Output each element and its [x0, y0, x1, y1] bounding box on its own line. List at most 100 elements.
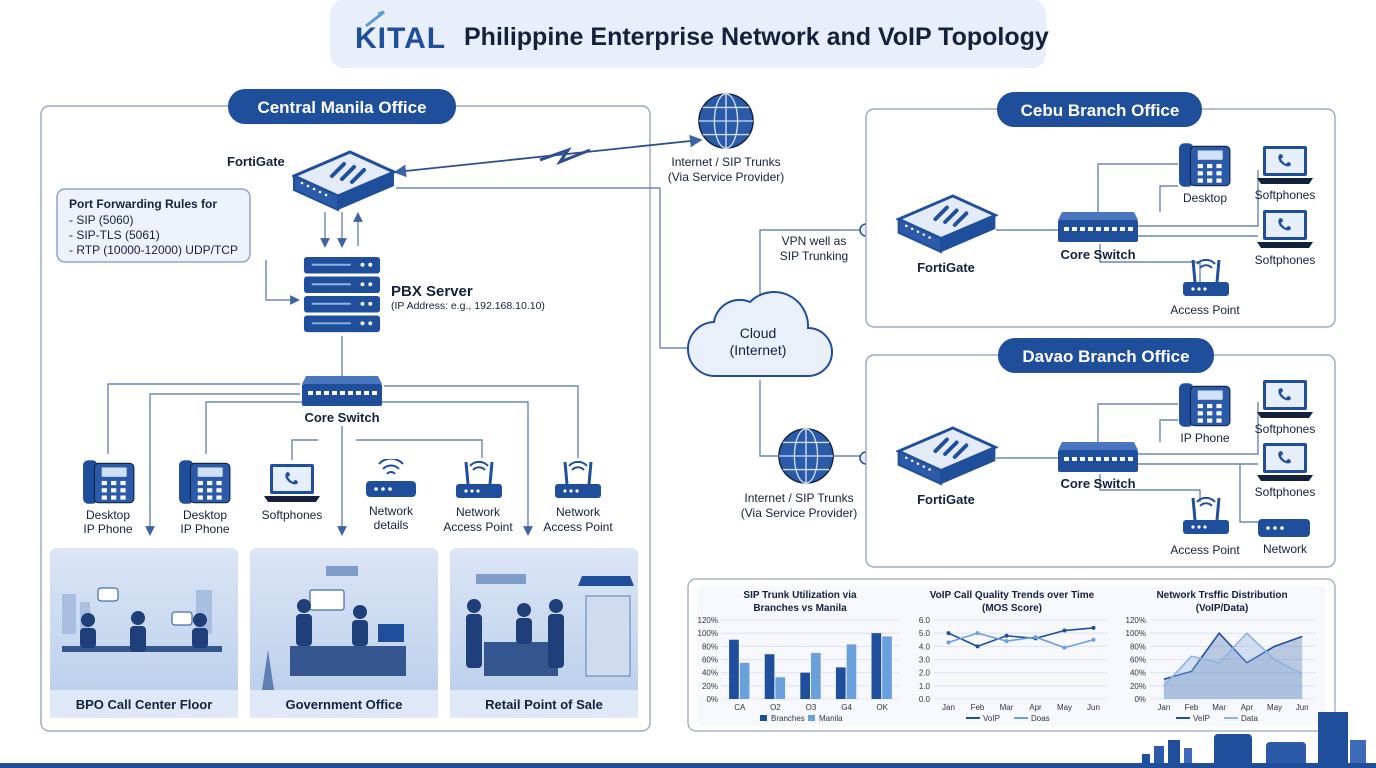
cebu-softphones-1-label: Softphones: [1255, 188, 1316, 202]
davao-core-switch-label: Core Switch: [1060, 476, 1135, 491]
cebu-softphones-1-icon: [1257, 146, 1313, 184]
chart-2-ytick: 5.0: [919, 629, 931, 638]
internet-globe-top-icon: [698, 93, 754, 149]
manila-wiring: [107, 134, 703, 536]
cebu-wiring: [996, 163, 1259, 282]
chart-1-bar: [775, 677, 786, 699]
chart-1-xtick: G4: [841, 703, 852, 712]
chart-2-xtick: May: [1057, 703, 1072, 712]
scene-bpo-label: BPO Call Center Floor: [76, 697, 213, 712]
chart-3-series-line-1: [1163, 632, 1303, 687]
chart-2-ytick: 3.0: [919, 656, 931, 665]
chart-3-ytick: 20%: [1130, 682, 1146, 691]
internet-bottom-label: Internet / SIP Trunks: [744, 491, 853, 505]
cebu-core-switch-icon: [1058, 212, 1138, 242]
chart-1-legend-label: Branches: [771, 714, 805, 723]
chart-2-xtick: Mar: [1000, 703, 1014, 712]
device-1-label: Desktop: [86, 508, 130, 522]
desktop-ip-phone-2-icon: [178, 459, 231, 505]
chart-3-xtick: Feb: [1185, 703, 1199, 712]
device-6-label: Network: [556, 505, 601, 519]
chart-1-bar: [835, 667, 846, 699]
chart-1-subtitle: Branches vs Manila: [753, 603, 847, 614]
chart-1-ytick: 0%: [706, 695, 718, 704]
cebu-fortigate-label: FortiGate: [917, 260, 975, 275]
device-3-label: Softphones: [262, 508, 323, 522]
scene-government-label: Government Office: [285, 697, 402, 712]
chart-3-xtick: Jun: [1296, 703, 1309, 712]
chart-1-xtick: O2: [770, 703, 781, 712]
pbx-server-ip: (IP Address: e.g., 192.168.10.10): [391, 300, 545, 312]
chart-3-ytick: 100%: [1126, 629, 1146, 638]
davao-softphones-1-label: Softphones: [1255, 422, 1316, 436]
chart-3-legend-label: VeIP: [1193, 714, 1210, 723]
skyline-decoration: [1142, 712, 1366, 768]
davao-wiring: [996, 402, 1259, 523]
cloud-icon: [687, 291, 833, 378]
chart-1-bar: [811, 652, 821, 699]
chart-2-point: [975, 631, 980, 636]
device-4-label: Network: [369, 504, 414, 518]
chart-3-title: Network Trsffic Distribution: [1156, 590, 1287, 601]
chart-2-point: [946, 640, 951, 645]
kital-logo: KITAL: [355, 10, 445, 55]
device-6-sublabel: Access Point: [543, 520, 613, 534]
chart-2-point: [975, 644, 980, 649]
chart-2-xtick: Jan: [942, 703, 955, 712]
internet-top-sublabel: (Via Service Provider): [668, 170, 784, 184]
chart-2-point: [1091, 625, 1096, 630]
chart-1-bar: [739, 662, 750, 699]
internet-top-label: Internet / SIP Trunks: [671, 155, 780, 169]
chart-3-xtick: Mar: [1212, 703, 1226, 712]
cloud-sublabel: (Internet): [730, 342, 787, 358]
chart-1-legend-label: Manila: [819, 714, 843, 723]
chart-1-bar: [729, 639, 739, 699]
chart-2-ytick: 2.0: [919, 669, 931, 678]
chart-3-ytick: 40%: [1130, 669, 1146, 678]
scene-bpo-call-center: BPO Call Center Floor: [50, 548, 238, 718]
footer-strip: [0, 763, 1376, 768]
chart-3-xtick: Jan: [1157, 703, 1170, 712]
chart-3-xtick: May: [1267, 703, 1282, 712]
chart-2-subtitle: (MOS Score): [982, 603, 1042, 614]
davao-ip-phone-label: IP Phone: [1180, 431, 1229, 445]
chart-3-ytick: 80%: [1130, 642, 1146, 651]
davao-ip-phone-icon: [1178, 382, 1231, 428]
davao-network-device-icon: [1258, 519, 1310, 537]
chart-2-ytick: 1.0: [919, 682, 931, 691]
manila-title-pill: [228, 89, 456, 124]
device-2-sublabel: IP Phone: [180, 522, 229, 536]
chart-2-point: [1062, 628, 1067, 633]
vpn-label: VPN well as: [782, 234, 847, 248]
cebu-access-point-label: Access Point: [1170, 303, 1240, 317]
chart-1-ytick: 20%: [702, 682, 718, 691]
davao-network-label: Network: [1263, 542, 1308, 556]
chart-2-point: [946, 631, 951, 636]
davao-fortigate-label: FortiGate: [917, 492, 975, 507]
manila-title: Central Manila Office: [257, 98, 426, 117]
chart-2-xtick: Feb: [971, 703, 985, 712]
port-rule-rtp: - RTP (10000-12000) UDP/TCP: [69, 243, 238, 257]
vpn-sublabel: SIP Trunking: [780, 249, 848, 263]
chart-1-legend-swatch: [760, 715, 767, 721]
chart-1-ytick: 60%: [702, 656, 718, 665]
chart-1-ytick: 100%: [698, 629, 718, 638]
chart-1-bar: [882, 636, 892, 699]
chart-2-legend-label: Doas: [1031, 714, 1050, 723]
port-rule-sip-tls: - SIP-TLS (5061): [69, 228, 160, 242]
manila-core-switch-label: Core Switch: [304, 410, 379, 425]
chart-1-xtick: OK: [876, 703, 888, 712]
chart-3-ytick: 60%: [1130, 656, 1146, 665]
chart-2-legend-label: VoIP: [983, 714, 1000, 723]
davao-title-pill: [998, 338, 1214, 373]
chart-2-point: [1062, 645, 1067, 650]
internet-bottom-sublabel: (Via Service Provider): [741, 506, 857, 520]
davao-core-switch-icon: [1058, 442, 1138, 472]
device-1-sublabel: IP Phone: [83, 522, 132, 536]
chart-2-ytick: 6.0: [919, 616, 931, 625]
chart-2-point: [1091, 637, 1096, 642]
chart-3-xtick: Apr: [1241, 703, 1254, 712]
cebu-desktop-phone-icon: [1178, 142, 1231, 188]
port-forwarding-box: Port Forwarding Rules for - SIP (5060) -…: [56, 188, 251, 263]
